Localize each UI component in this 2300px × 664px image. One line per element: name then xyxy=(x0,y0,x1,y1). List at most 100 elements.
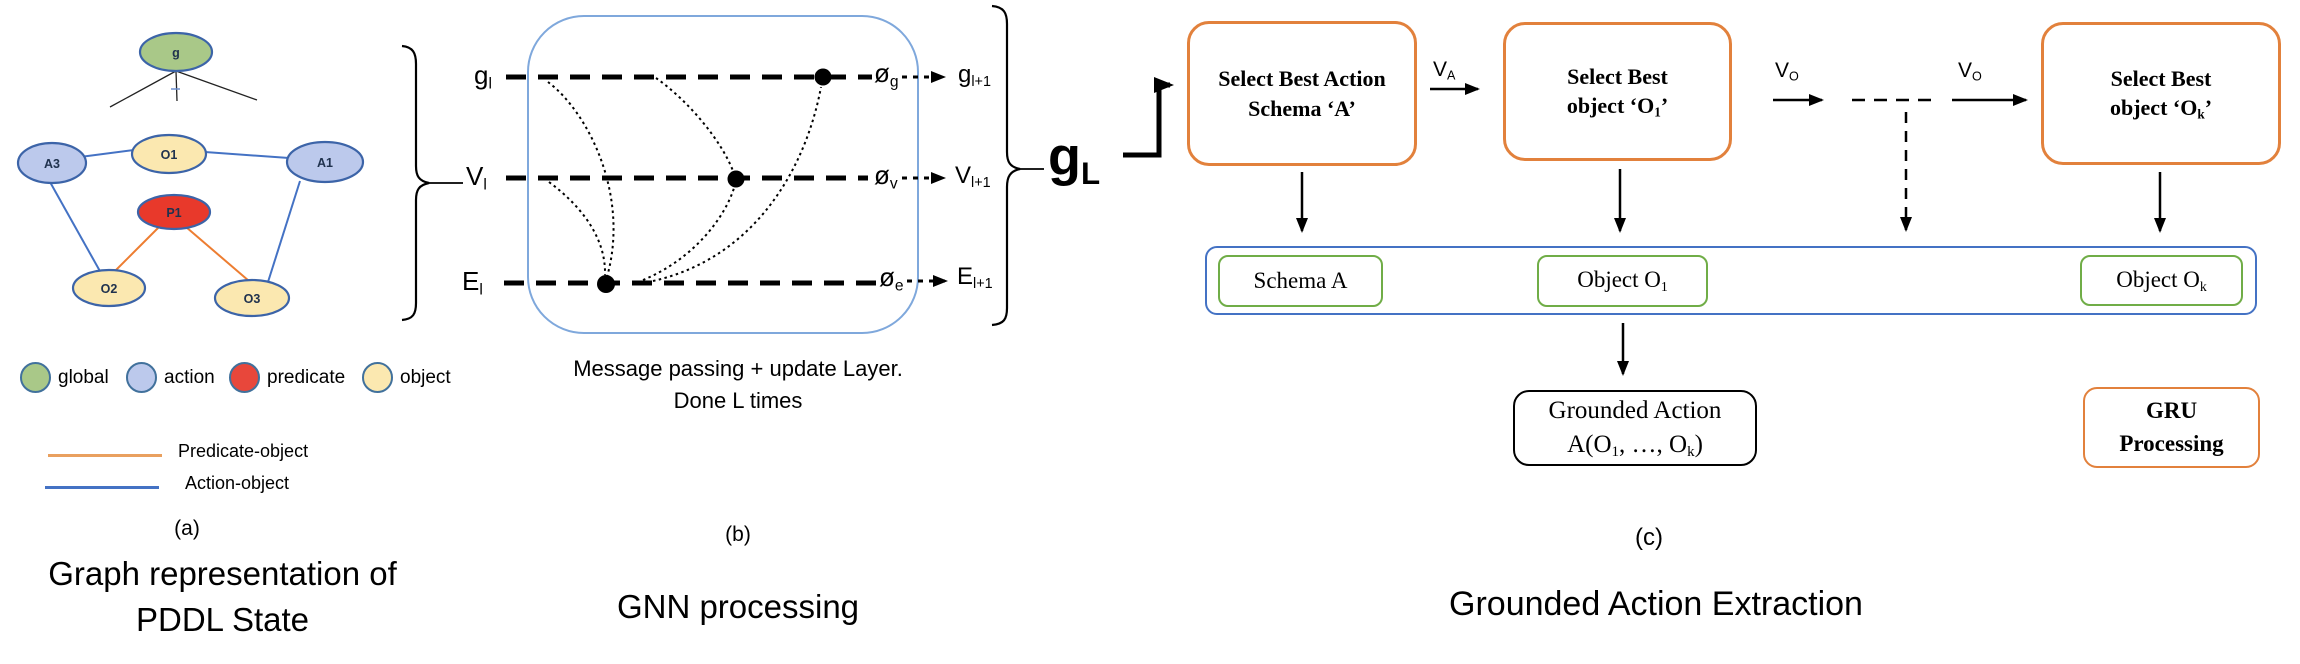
pddl-graph: g O1 A3 A1 P1 O2 O3 xyxy=(16,31,463,322)
action-node-icon xyxy=(126,362,157,393)
panel-b-note-line1: Message passing + update Layer. xyxy=(573,356,903,381)
legend-label: global xyxy=(58,366,109,388)
object-o1-box: Object O1 xyxy=(1537,255,1708,307)
g-update-dot xyxy=(814,68,832,86)
predicate-object-edge-icon xyxy=(48,454,162,457)
node-global-label: g xyxy=(172,46,180,60)
edge-a3-o2 xyxy=(49,181,102,274)
brace-panel-b xyxy=(991,4,1021,327)
panel-c-caption: Grounded Action Extraction xyxy=(1449,585,1863,623)
node-p1 xyxy=(136,193,212,231)
panel-b-note-line2: Done L times xyxy=(673,387,803,413)
node-a3-label: A3 xyxy=(44,157,60,171)
edge-a3-o1 xyxy=(79,149,135,158)
node-global xyxy=(138,31,214,73)
e-l-label: El xyxy=(462,266,483,299)
va-arrow-label: VA xyxy=(1433,58,1456,83)
select-object-ok-line2: object ‘Ok’ xyxy=(2109,94,2213,122)
select-object-ok-box: Select Best object ‘Ok’ xyxy=(2041,22,2281,165)
panel-b-caption: GNN processing xyxy=(616,588,860,625)
select-object-ok-line1: Select Best xyxy=(2110,65,2212,91)
node-a1 xyxy=(285,140,365,184)
action-object-edge-icon xyxy=(45,486,159,489)
select-action-schema-line2: Schema ‘A’ xyxy=(1248,95,1356,121)
select-object-o1-box: Select Best object ‘O1’ xyxy=(1503,22,1732,161)
e-update-dot xyxy=(597,275,615,293)
gru-line2: Processing xyxy=(2119,430,2224,456)
msg-curve-v-to-e xyxy=(548,181,607,276)
msg-curve-g-to-v xyxy=(655,77,734,172)
extraction-connectors xyxy=(1296,83,2166,376)
node-o3-label: O3 xyxy=(244,292,261,306)
phi-g-label: øg xyxy=(874,58,899,91)
g-l1-label: gl+1 xyxy=(958,61,991,91)
panel-b-tag: (b) xyxy=(725,523,751,546)
predicate-node-icon xyxy=(229,362,260,393)
object-ok-box: Object Ok xyxy=(2080,255,2243,306)
schema-a-label: Schema A xyxy=(1253,268,1348,293)
legend-item-action: action xyxy=(126,362,215,393)
e-l1-label: El+1 xyxy=(957,263,993,293)
panel-c-tag: (c) xyxy=(1635,524,1663,551)
legend-edge-label: Predicate-object xyxy=(178,441,309,461)
legend-label: object xyxy=(400,366,451,388)
node-o2-label: O2 xyxy=(101,282,118,296)
legend-item-global: global xyxy=(20,362,109,393)
select-object-o1-line1: Select Best xyxy=(1567,63,1668,89)
edge-a1-o3 xyxy=(267,180,301,283)
global-node-icon xyxy=(20,362,51,393)
gnn-rounded-box xyxy=(527,15,919,334)
schema-a-box: Schema A xyxy=(1218,255,1383,307)
object-node-icon xyxy=(362,362,393,393)
v-update-dot xyxy=(727,170,745,188)
g-capital-l-label: gL xyxy=(1048,127,1101,191)
panel-b-note: Message passing + update Layer. Done L t… xyxy=(528,353,948,417)
panel-a-tag: (a) xyxy=(174,517,200,540)
phi-v-label: øv xyxy=(874,160,898,193)
gnn-block xyxy=(504,4,1174,334)
node-o1 xyxy=(130,133,208,175)
node-o1-label: O1 xyxy=(161,148,178,162)
gl-to-schema-elbow-arrow xyxy=(1123,77,1174,158)
g-l-label: gl xyxy=(474,60,492,93)
node-p1-label: P1 xyxy=(166,206,181,220)
brace-panel-a xyxy=(401,44,430,322)
panel-a-caption-line2: PDDL State xyxy=(135,601,310,639)
global-edge-mid xyxy=(175,70,178,102)
phi-e-label: øe xyxy=(879,262,904,295)
msg-curve-e-to-g xyxy=(652,86,822,282)
node-o3 xyxy=(213,278,291,318)
node-a1-label: A1 xyxy=(317,156,333,170)
gru-processing-box: GRU Processing xyxy=(2083,387,2260,468)
v-l1-label: Vl+1 xyxy=(955,162,991,192)
msg-curve-e-to-v xyxy=(642,187,735,281)
vo-arrow-label-2: VO xyxy=(1958,59,1982,84)
select-action-schema-box: Select Best Action Schema ‘A’ xyxy=(1187,21,1417,166)
grounded-action-box: Grounded Action A(O1, …, Ok) xyxy=(1513,390,1757,466)
select-action-schema-line1: Select Best Action xyxy=(1218,66,1386,92)
node-a3 xyxy=(16,141,88,185)
grounded-parts-container xyxy=(1205,246,2257,315)
legend-item-object: object xyxy=(362,362,451,393)
object-o1-label: Object O1 xyxy=(1577,267,1668,294)
edge-p1-o2 xyxy=(112,225,161,274)
node-o2 xyxy=(71,268,147,308)
grounded-action-line1: Grounded Action xyxy=(1548,396,1722,424)
edge-o1-a1 xyxy=(204,151,290,159)
gru-line1: GRU xyxy=(2145,398,2198,424)
global-edge-right xyxy=(175,70,258,101)
legend-edge-label: Action-object xyxy=(185,473,290,493)
v-l-label: Vl xyxy=(466,161,487,194)
select-object-o1-line2: object ‘O1’ xyxy=(1566,92,1669,120)
legend-item-predicate: predicate xyxy=(229,362,345,393)
panel-a-caption-line1: Graph representation of xyxy=(48,555,397,592)
panel-a-caption: Graph representation of PDDL State xyxy=(0,551,445,643)
object-ok-label: Object Ok xyxy=(2116,266,2207,294)
legend-label: action xyxy=(164,366,215,388)
grounded-action-line2: A(O1, …, Ok) xyxy=(1567,430,1703,460)
vo-arrow-label-1: VO xyxy=(1775,59,1799,84)
global-edge-left xyxy=(109,70,177,108)
msg-curve-g-to-e xyxy=(547,81,615,278)
